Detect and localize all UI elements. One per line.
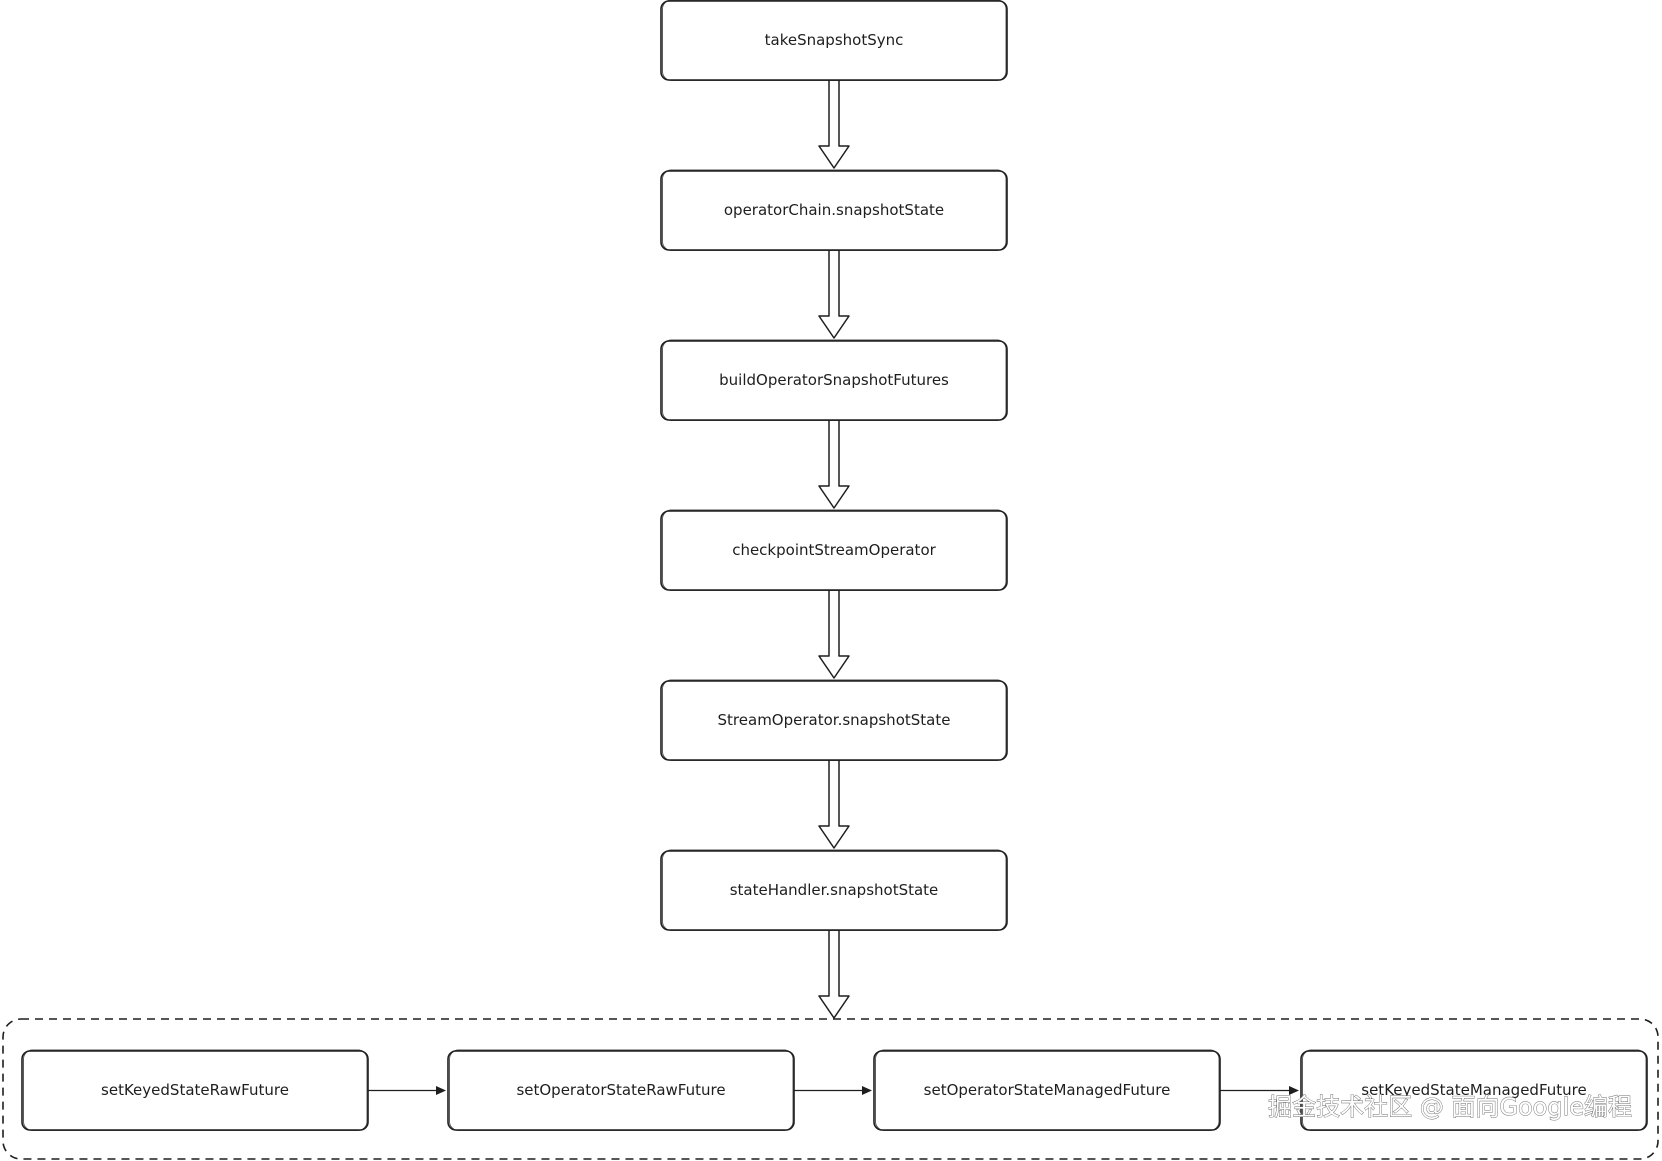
- node-label: setKeyedStateRawFuture: [101, 1081, 289, 1099]
- node-label: takeSnapshotSync: [765, 31, 904, 49]
- node-label: operatorChain.snapshotState: [724, 201, 944, 219]
- future-flow-arrows: [368, 1086, 1299, 1095]
- node-setOperatorStateRawFuture: setOperatorStateRawFuture: [447, 1049, 795, 1131]
- arrow-operatorChain-snapshotState-to-buildOperatorSnapshotFutures: [818, 249, 850, 339]
- arrow-StreamOperator-snapshotState-to-stateHandler-snapshotState: [818, 759, 850, 849]
- arrow-setKeyedStateRawFuture-to-setOperatorStateRawFuture: [368, 1086, 446, 1095]
- node-stateHandler-snapshotState: stateHandler.snapshotState: [660, 849, 1008, 931]
- arrow-setOperatorStateRawFuture-to-setOperatorStateManagedFuture: [794, 1086, 872, 1095]
- node-label: setKeyedStateManagedFuture: [1361, 1081, 1586, 1099]
- node-StreamOperator-snapshotState: StreamOperator.snapshotState: [660, 679, 1008, 761]
- node-setKeyedStateRawFuture: setKeyedStateRawFuture: [21, 1049, 369, 1131]
- node-buildOperatorSnapshotFutures: buildOperatorSnapshotFutures: [660, 339, 1008, 421]
- node-label: stateHandler.snapshotState: [730, 881, 939, 899]
- watermark: 掘金技术社区 @ 面向Google编程: [1268, 1093, 1632, 1121]
- node-takeSnapshotSync: takeSnapshotSync: [660, 0, 1008, 81]
- node-label: setOperatorStateManagedFuture: [924, 1081, 1171, 1099]
- node-setKeyedStateManagedFuture: setKeyedStateManagedFuture: [1300, 1049, 1648, 1131]
- arrow-takeSnapshotSync-to-operatorChain-snapshotState: [818, 79, 850, 169]
- main-flow-arrows: [818, 79, 850, 1019]
- node-setOperatorStateManagedFuture: setOperatorStateManagedFuture: [873, 1049, 1221, 1131]
- arrow-setOperatorStateManagedFuture-to-setKeyedStateManagedFuture: [1220, 1086, 1299, 1095]
- arrow-buildOperatorSnapshotFutures-to-checkpointStreamOperator: [818, 419, 850, 509]
- node-checkpointStreamOperator: checkpointStreamOperator: [660, 509, 1008, 591]
- node-label: checkpointStreamOperator: [732, 541, 936, 559]
- node-label: buildOperatorSnapshotFutures: [719, 371, 949, 389]
- futures-group-frame: [2, 1018, 1659, 1160]
- arrow-checkpointStreamOperator-to-StreamOperator-snapshotState: [818, 589, 850, 679]
- node-operatorChain-snapshotState: operatorChain.snapshotState: [660, 169, 1008, 251]
- node-label: StreamOperator.snapshotState: [718, 711, 951, 729]
- main-flow-nodes: takeSnapshotSync operatorChain.snapshotS…: [660, 0, 1008, 931]
- arrow-stateHandler-snapshotState-to-futures-group: [818, 929, 850, 1019]
- node-label: setOperatorStateRawFuture: [516, 1081, 725, 1099]
- future-nodes: setKeyedStateRawFuture setOperatorStateR…: [21, 1049, 1648, 1131]
